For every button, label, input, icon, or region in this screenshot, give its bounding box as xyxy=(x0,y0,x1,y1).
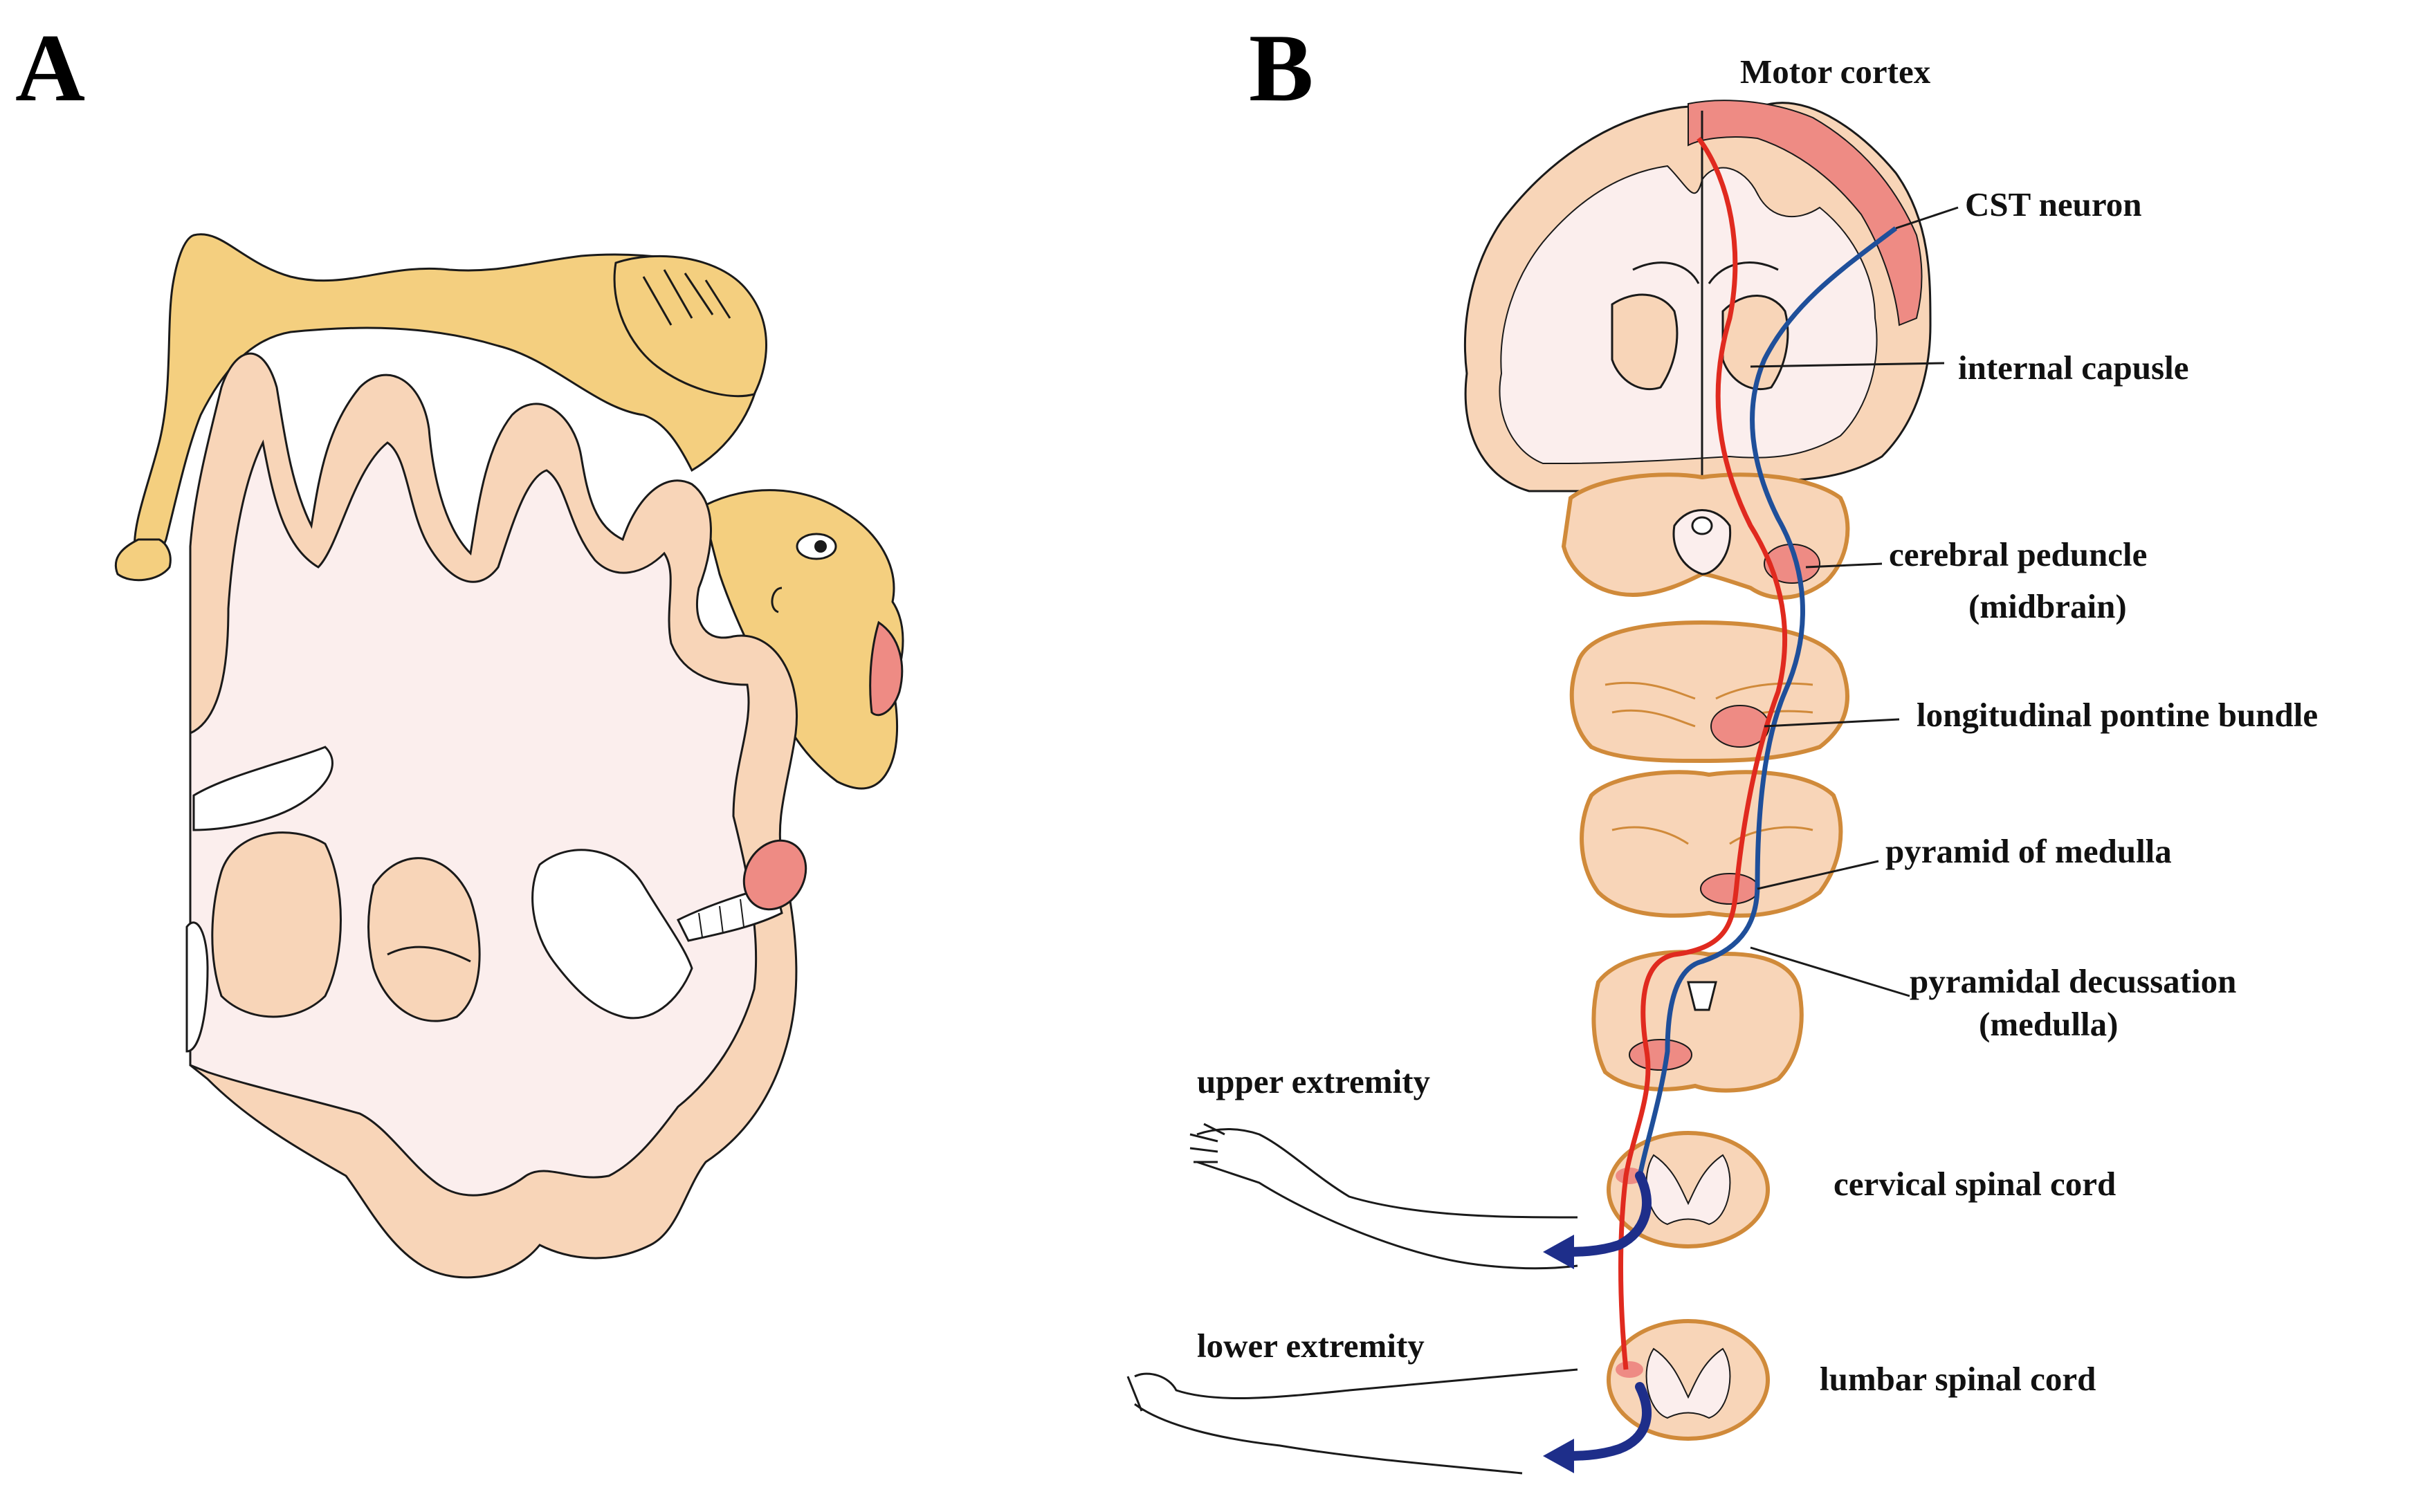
motor-cortex-highlight xyxy=(1688,100,1923,326)
label-internal-capsule: internal capusle xyxy=(1958,349,2188,387)
homunculus-face xyxy=(704,489,904,790)
label-upper-extremity: upper extremity xyxy=(1197,1062,1431,1100)
label-medulla: (medulla) xyxy=(1979,1005,2118,1043)
lumbar-cord-section xyxy=(1607,1319,1770,1441)
homunculus-hand xyxy=(114,538,172,582)
label-lumbar-cord: lumbar spinal cord xyxy=(1820,1360,2096,1398)
lower-motor-output-arrow xyxy=(1559,1382,1652,1461)
upper-extremity-arm xyxy=(1196,1128,1578,1270)
panel-label-a: A xyxy=(15,15,85,122)
putamen xyxy=(211,831,342,1018)
panel-b-pathway: Motor cortex CST neuron internal capusle… xyxy=(1126,53,2318,1475)
lower-medulla-section xyxy=(1591,950,1804,1093)
label-midbrain: (midbrain) xyxy=(1968,587,2127,625)
upper-motor-output-arrow xyxy=(1559,1171,1652,1257)
label-pyramidal-decussation: pyramidal decussation xyxy=(1910,962,2236,1000)
label-lower-extremity: lower extremity xyxy=(1197,1327,1425,1365)
label-pyramid-medulla: pyramid of medulla xyxy=(1885,832,2172,870)
pyramid-highlight xyxy=(1700,873,1759,905)
medulla-section xyxy=(1580,770,1843,918)
panel-label-b: B xyxy=(1249,15,1313,122)
coronal-white-matter xyxy=(1499,165,1878,464)
label-cerebral-peduncle: cerebral peduncle xyxy=(1889,535,2147,573)
decussation-highlight xyxy=(1629,1039,1692,1071)
red-tract xyxy=(1618,136,1788,1370)
panel-a-coronal-section xyxy=(114,233,904,1279)
label-cervical-cord: cervical spinal cord xyxy=(1834,1165,2116,1203)
pons-section xyxy=(1569,620,1849,763)
cst-highlight-a xyxy=(742,839,807,911)
homunculus-body xyxy=(133,233,764,566)
leader-lines xyxy=(1750,206,1959,997)
blue-tract xyxy=(1637,226,1898,1177)
label-cst-neuron: CST neuron xyxy=(1965,185,2142,223)
lower-extremity-leg xyxy=(1134,1368,1578,1475)
label-pontine-bundle: longitudinal pontine bundle xyxy=(1917,696,2318,734)
globus-pallidus xyxy=(367,857,481,1022)
label-motor-cortex: Motor cortex xyxy=(1740,53,1931,91)
